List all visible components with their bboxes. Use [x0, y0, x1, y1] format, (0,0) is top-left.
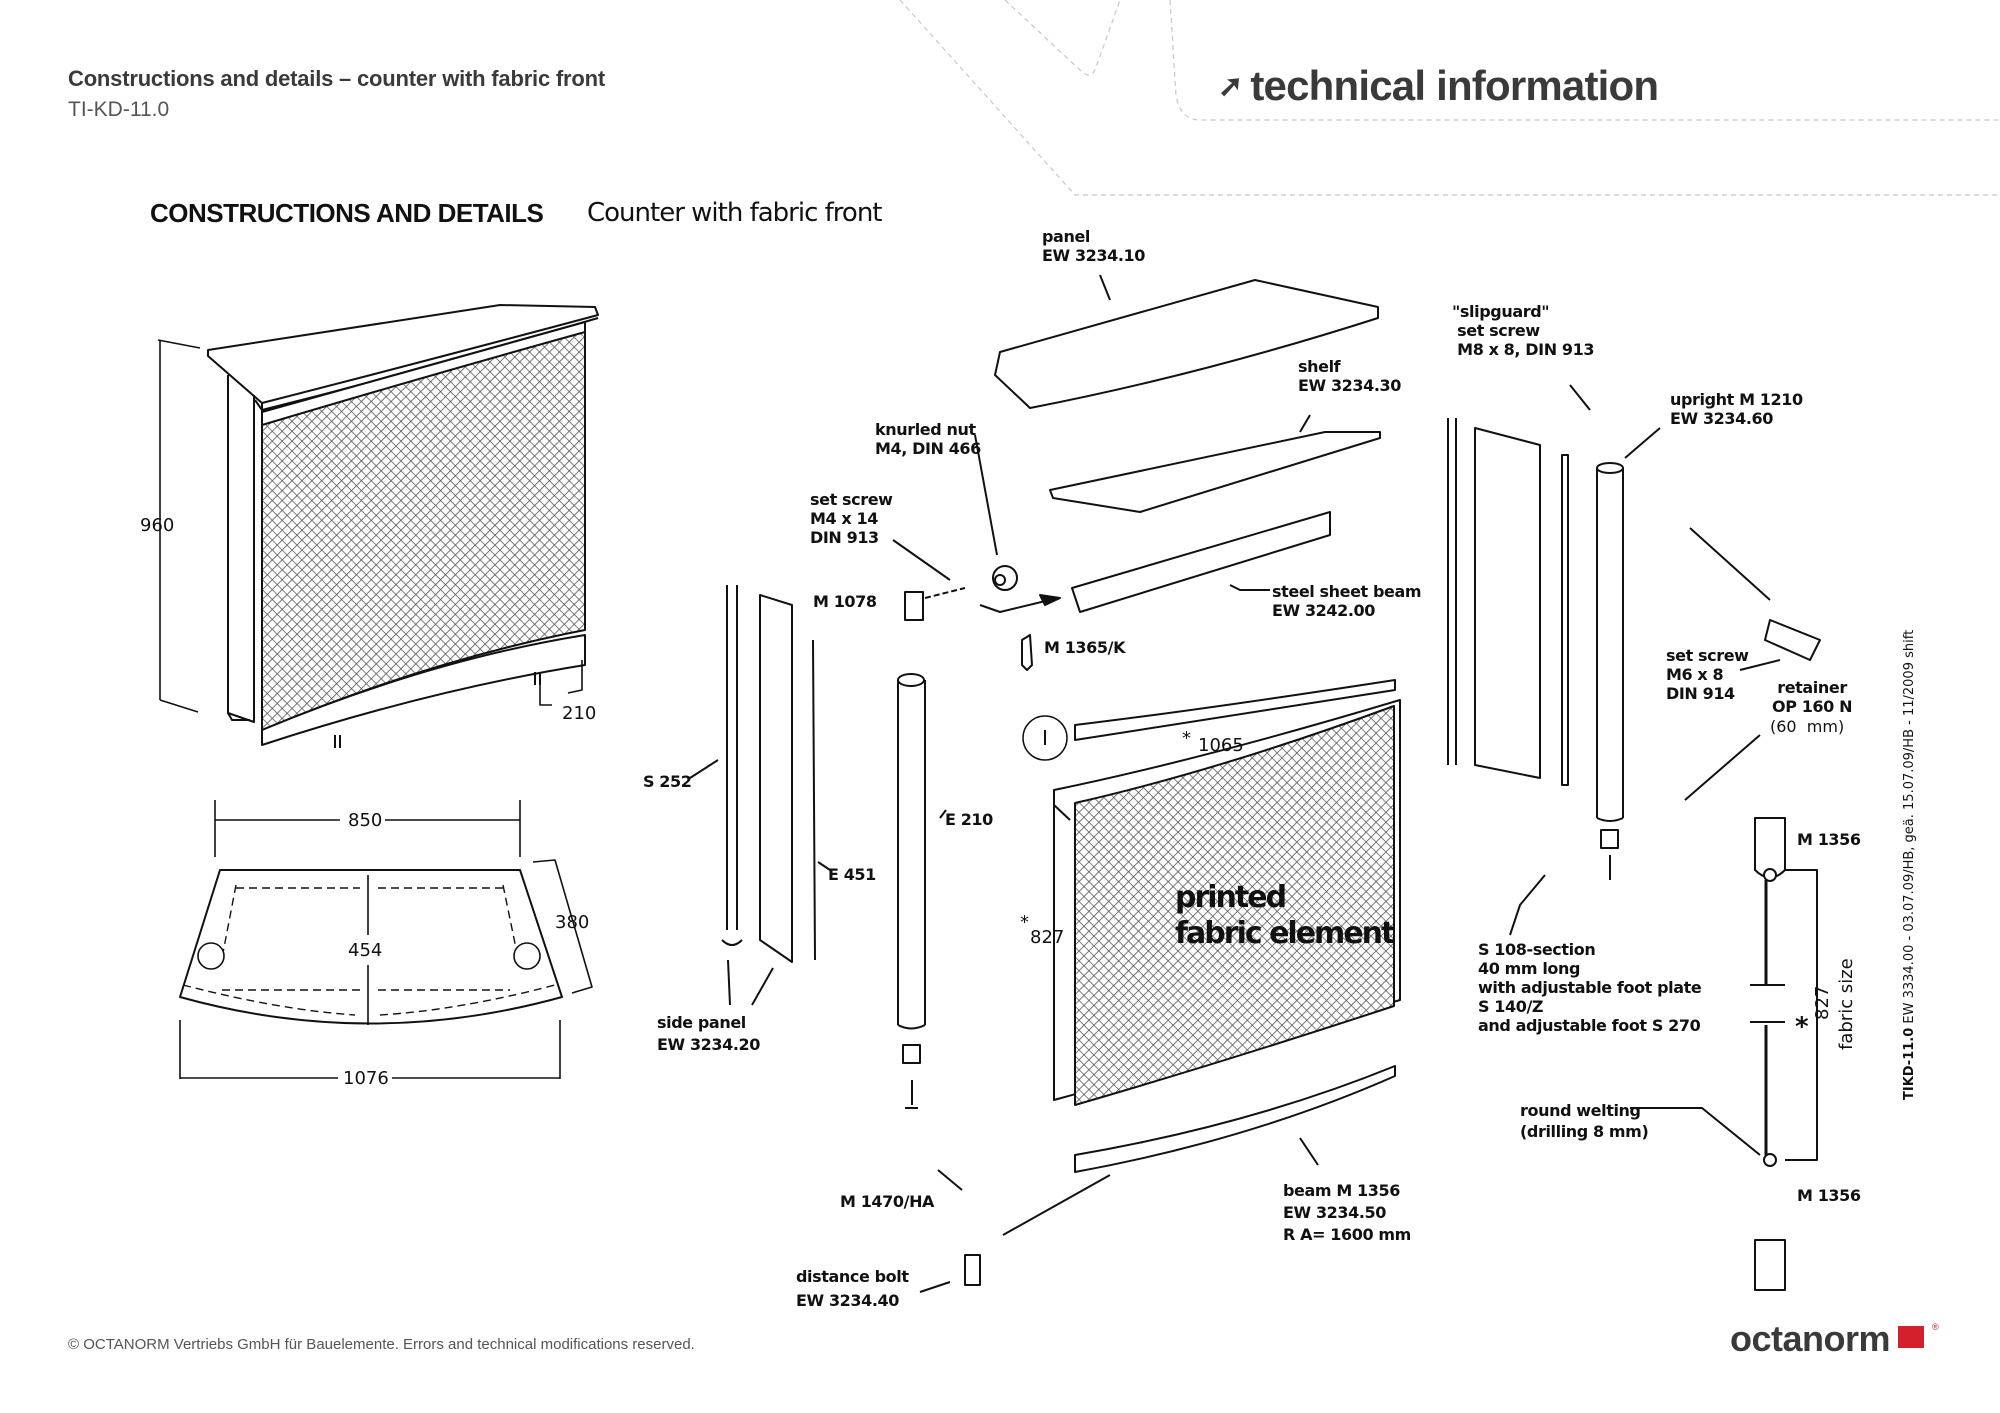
badge-label: technical information [1250, 62, 1659, 109]
label-set-screw-m6: set screw M6 x 8 DIN 914 [1666, 646, 1749, 703]
side-note-text: EW 3334.00 - 03.07.09/HB, geä. 15.07.09/… [1902, 629, 1917, 1028]
dim-fabric-width-star: * [1182, 728, 1191, 749]
label-steel-sheet-beam: steel sheet beam EW 3242.00 [1272, 582, 1422, 620]
label-shelf: shelf EW 3234.30 [1298, 357, 1402, 395]
registered-mark: ® [1932, 1322, 1939, 1332]
dim-fabric-height-star: * [1020, 912, 1029, 933]
label-m1078: M 1078 [813, 592, 877, 611]
arrow-up-right-icon: ➚ [1218, 69, 1243, 103]
dim-bottom-width: 1076 [343, 1068, 389, 1089]
technical-information-badge: ➚ technical information [1218, 62, 1659, 110]
octanorm-logo[interactable]: octanorm ® [1730, 1318, 1939, 1360]
dim-fabric-height: 827 [1030, 927, 1065, 948]
octanorm-mark-icon [1898, 1326, 1925, 1348]
label-e210: E 210 [945, 810, 993, 829]
dim-center-depth: 454 [348, 940, 383, 961]
label-beam: beam M 1356 EW 3234.50 R A= 1600 mm [1283, 1181, 1411, 1244]
label-e451: E 451 [828, 865, 876, 884]
section-title: CONSTRUCTIONS AND DETAILS [150, 198, 544, 228]
label-m1365k: M 1365/K [1044, 638, 1126, 657]
label-m1470ha: M 1470/HA [840, 1192, 935, 1211]
label-s252: S 252 [643, 772, 692, 791]
label-m1356-top: M 1356 [1797, 830, 1861, 849]
document-code: TI-KD-11.0 [68, 98, 170, 121]
label-retainer-size: (60 mm) [1770, 717, 1845, 736]
dim-profile-star: * [1795, 1012, 1809, 1042]
label-distance-bolt: distance bolt EW 3234.40 [796, 1267, 909, 1310]
dim-fabric-size-label: fabric size [1836, 958, 1857, 1050]
dim-top-width: 850 [348, 810, 383, 831]
dim-height: 960 [140, 515, 175, 536]
footer-copyright: © OCTANORM Vertriebs GmbH für Bauelement… [68, 1336, 695, 1353]
label-panel: panel EW 3234.10 [1042, 227, 1146, 265]
label-upright: upright M 1210 EW 3234.60 [1670, 390, 1803, 428]
dim-profile-height: 827 [1812, 985, 1833, 1020]
label-s108-section: S 108-section 40 mm long with adjustable… [1478, 940, 1702, 1035]
label-set-screw-m4: set screw M4 x 14 DIN 913 [810, 490, 893, 547]
label-round-welting: round welting (drilling 8 mm) [1520, 1101, 1649, 1141]
dim-depth-offset: 210 [562, 703, 597, 724]
label-side-panel: side panel EW 3234.20 [657, 1013, 761, 1054]
dim-depth: 380 [555, 912, 590, 933]
label-printed-fabric-element: printed fabric element [1175, 880, 1395, 951]
label-slipguard-set-screw: "slipguard" set screw M8 x 8, DIN 913 [1452, 302, 1595, 359]
document-title: Constructions and details – counter with… [68, 66, 606, 91]
label-retainer: retainer OP 160 N [1772, 678, 1853, 716]
side-revision-note: TIKD-11.0 EW 3334.00 - 03.07.09/HB, geä.… [1902, 630, 1917, 1100]
logo-text: octanorm [1730, 1318, 1891, 1359]
label-knurled-nut: knurled nut M4, DIN 466 [875, 420, 981, 458]
label-m1356-bottom: M 1356 [1797, 1186, 1861, 1205]
counter-assembled-view [207, 304, 599, 748]
section-subtitle: Counter with fabric front [587, 198, 883, 228]
dim-fabric-width: 1065 [1198, 735, 1244, 756]
side-note-code: TIKD-11.0 [1902, 1027, 1917, 1100]
counter-plan-view [179, 800, 593, 1079]
